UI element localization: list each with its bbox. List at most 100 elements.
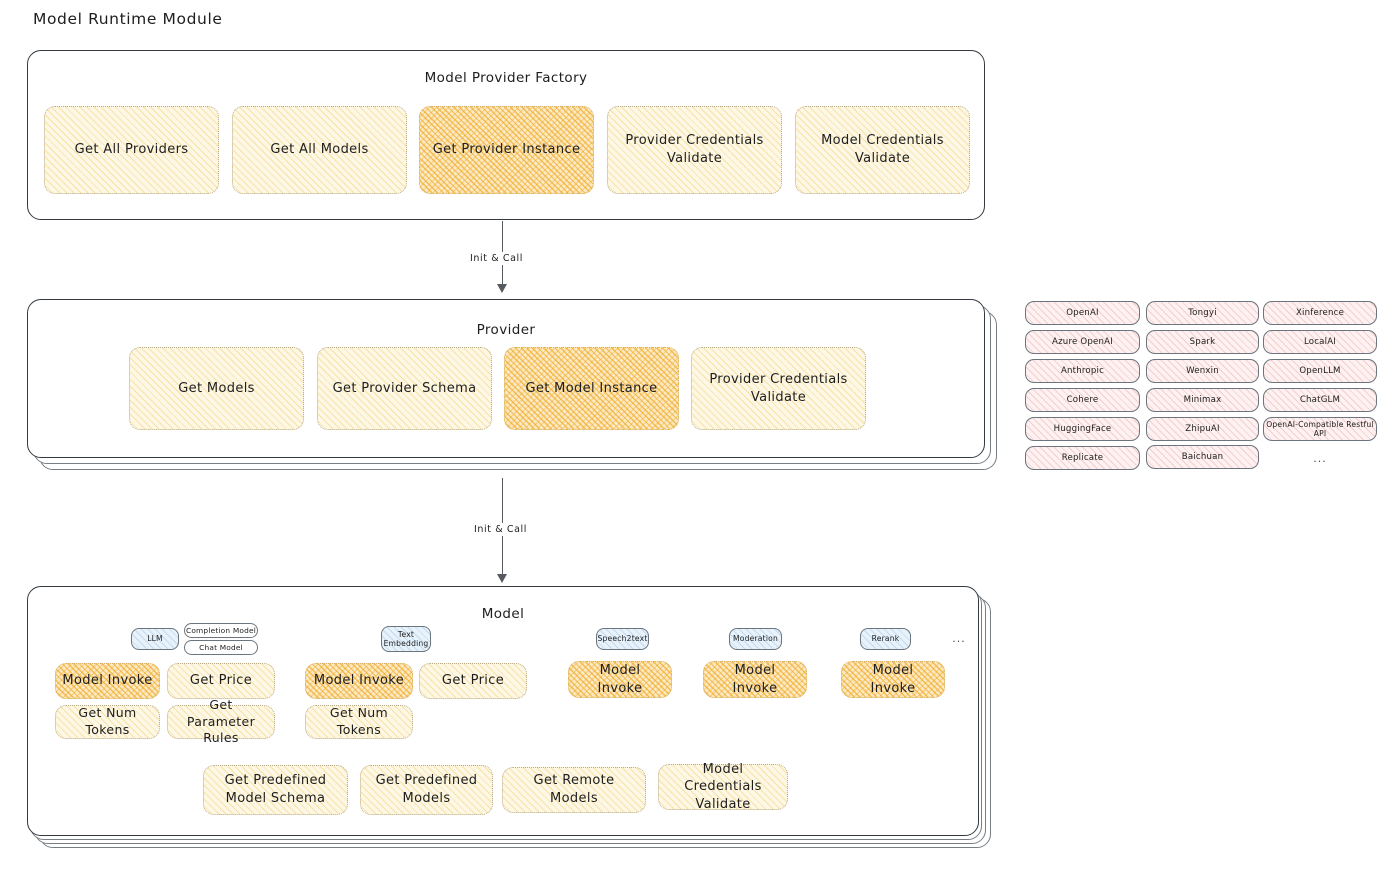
provider-node-get-models[interactable]: Get Models — [129, 347, 304, 430]
node-label: Get Models — [178, 380, 255, 396]
node-label: Get Predefined Models — [375, 773, 478, 806]
factory-node-model-credentials-validate[interactable]: Model Credentials Validate — [795, 106, 970, 194]
model-type-badge-text-embedding[interactable]: Text Embedding — [381, 626, 431, 652]
provider-chip-zhipuai[interactable]: ZhipuAI — [1146, 417, 1259, 441]
node-label: Get Provider Schema — [332, 380, 477, 396]
provider-node-provider-credentials-validate[interactable]: Provider Credentials Validate — [691, 347, 866, 430]
node-label: Model Credentials Validate — [821, 133, 944, 166]
text-embedding-node-get-price[interactable]: Get Price — [419, 663, 527, 699]
chip-label: ChatGLM — [1299, 395, 1341, 405]
llm-node-get-num-tokens[interactable]: Get Num Tokens — [55, 705, 160, 739]
node-label: Model Credentials Validate — [684, 761, 762, 812]
model-type-badge-llm[interactable]: LLM — [131, 628, 179, 650]
badge-label: Speech2text — [597, 634, 648, 644]
node-label: Model Invoke — [870, 662, 916, 696]
node-label: Provider Credentials Validate — [625, 133, 764, 166]
model-common-node-model-credentials-validate[interactable]: Model Credentials Validate — [658, 762, 788, 812]
arrow-factory-to-provider-head — [497, 284, 507, 293]
node-label: Model Invoke — [313, 673, 405, 689]
node-label: Get Num Tokens — [329, 705, 389, 737]
model-common-node-get-predefined-models[interactable]: Get Predefined Models — [360, 765, 493, 815]
chip-label: Wenxin — [1186, 366, 1219, 376]
chip-label: Replicate — [1061, 453, 1104, 463]
chip-label: Azure OpenAI — [1052, 337, 1113, 347]
provider-list-more: ... — [1313, 452, 1327, 465]
llm-node-model-invoke[interactable]: Model Invoke — [55, 663, 160, 699]
chip-label: OpenAI-Compatible Restful API — [1266, 420, 1374, 438]
provider-node-get-provider-schema[interactable]: Get Provider Schema — [317, 347, 492, 430]
provider-chip-localai[interactable]: LocalAI — [1263, 330, 1377, 354]
node-label: Provider Credentials Validate — [709, 371, 848, 405]
chip-label: OpenLLM — [1299, 366, 1341, 376]
factory-node-provider-credentials-validate[interactable]: Provider Credentials Validate — [607, 106, 782, 194]
provider-chip-azure-openai[interactable]: Azure OpenAI — [1025, 330, 1140, 354]
badge-label: Chat Model — [199, 642, 243, 652]
provider-chip-chatglm[interactable]: ChatGLM — [1263, 388, 1377, 412]
chip-label: HuggingFace — [1053, 424, 1112, 434]
moderation-node-model-invoke[interactable]: Model Invoke — [703, 661, 807, 698]
badge-label: Text Embedding — [383, 629, 429, 648]
provider-chip-baichuan[interactable]: Baichuan — [1146, 445, 1259, 469]
node-label: Get Predefined Model Schema — [224, 773, 327, 806]
text-embedding-node-get-num-tokens[interactable]: Get Num Tokens — [305, 705, 413, 739]
model-subtype-badge-completion-model[interactable]: Completion Model — [184, 623, 258, 638]
speech2text-node-model-invoke[interactable]: Model Invoke — [568, 661, 672, 698]
provider-chip-anthropic[interactable]: Anthropic — [1025, 359, 1140, 383]
text-embedding-node-model-invoke[interactable]: Model Invoke — [305, 663, 413, 699]
chip-label: Cohere — [1066, 395, 1099, 405]
model-types-more: ... — [952, 632, 966, 645]
factory-node-get-all-models[interactable]: Get All Models — [232, 106, 407, 194]
chip-label: Spark — [1189, 337, 1216, 347]
chip-label: Baichuan — [1181, 452, 1224, 462]
badge-label: Moderation — [732, 634, 778, 644]
provider-chip-wenxin[interactable]: Wenxin — [1146, 359, 1259, 383]
node-label: Model Invoke — [597, 662, 643, 696]
provider-chip-replicate[interactable]: Replicate — [1025, 446, 1140, 470]
provider-chip-minimax[interactable]: Minimax — [1146, 388, 1259, 412]
node-label: Model Invoke — [62, 673, 153, 689]
node-label: Get Remote Models — [533, 773, 615, 806]
model-common-node-get-predefined-model-schema[interactable]: Get Predefined Model Schema — [203, 765, 348, 815]
provider-title: Provider — [476, 322, 536, 338]
chip-label: ZhipuAI — [1185, 424, 1220, 434]
provider-chip-spark[interactable]: Spark — [1146, 330, 1259, 354]
provider-chip-cohere[interactable]: Cohere — [1025, 388, 1140, 412]
model-common-node-get-remote-models[interactable]: Get Remote Models — [502, 767, 646, 813]
node-label: Get All Providers — [74, 142, 189, 158]
chip-label: Minimax — [1183, 395, 1222, 405]
rerank-node-model-invoke[interactable]: Model Invoke — [841, 661, 945, 698]
llm-node-get-price[interactable]: Get Price — [167, 663, 275, 699]
node-label: Get Price — [189, 673, 253, 689]
arrow-provider-to-model-head — [497, 574, 507, 583]
chip-label: OpenAI — [1066, 308, 1099, 318]
provider-chip-huggingface[interactable]: HuggingFace — [1025, 417, 1140, 441]
provider-chip-tongyi[interactable]: Tongyi — [1146, 301, 1259, 325]
model-type-badge-speech2text[interactable]: Speech2text — [596, 628, 649, 650]
factory-node-get-provider-instance[interactable]: Get Provider Instance — [419, 106, 594, 194]
badge-label: Completion Model — [185, 625, 257, 635]
node-label: Get Provider Instance — [432, 142, 581, 158]
model-type-badge-moderation[interactable]: Moderation — [729, 628, 782, 650]
badge-label: LLM — [147, 634, 163, 644]
provider-node-get-model-instance[interactable]: Get Model Instance — [504, 347, 679, 430]
chip-label: Anthropic — [1060, 366, 1105, 376]
factory-node-get-all-providers[interactable]: Get All Providers — [44, 106, 219, 194]
chip-label: LocalAI — [1303, 337, 1337, 347]
provider-chip-openai-compatible-restful-api[interactable]: OpenAI-Compatible Restful API — [1263, 417, 1377, 441]
llm-node-get-parameter-rules[interactable]: Get Parameter Rules — [167, 697, 275, 745]
badge-label: Rerank — [871, 634, 900, 644]
model-type-badge-rerank[interactable]: Rerank — [860, 628, 911, 650]
chip-label: Xinference — [1295, 308, 1345, 318]
provider-chip-openai[interactable]: OpenAI — [1025, 301, 1140, 325]
arrow-factory-to-provider-label: Init & Call — [466, 252, 527, 265]
node-label: Model Invoke — [732, 662, 778, 696]
node-label: Get Parameter Rules — [186, 696, 256, 746]
model-subtype-badge-chat-model[interactable]: Chat Model — [184, 640, 258, 655]
arrow-provider-to-model-label: Init & Call — [470, 523, 531, 536]
provider-chip-openllm[interactable]: OpenLLM — [1263, 359, 1377, 383]
node-label: Get All Models — [270, 142, 369, 158]
model-title: Model — [481, 606, 525, 622]
node-label: Get Num Tokens — [78, 705, 137, 737]
provider-chip-xinference[interactable]: Xinference — [1263, 301, 1377, 325]
